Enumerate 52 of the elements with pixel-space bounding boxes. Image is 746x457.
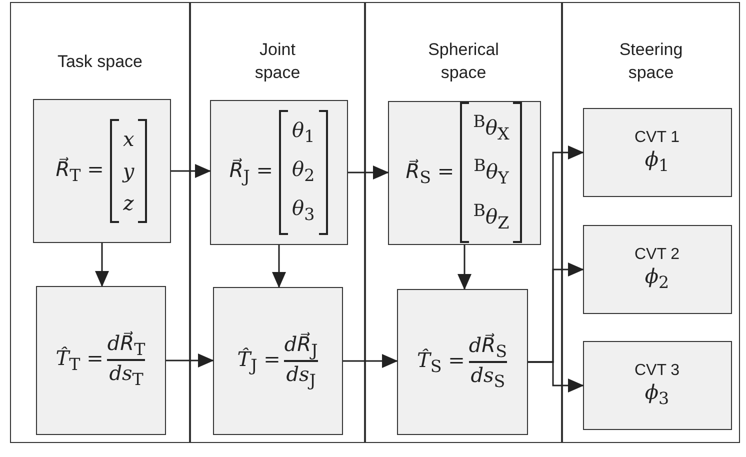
math-symbol: ϕ$_{3}$ <box>644 380 670 408</box>
column-panel <box>10 2 190 443</box>
box-title: CVT 2 <box>634 246 680 264</box>
matrix-entry: y <box>122 158 134 184</box>
math-expression: R⃗$_{T}$ = <box>56 156 104 184</box>
column-heading: Task space <box>56 50 144 72</box>
steering-box <box>582 340 732 430</box>
column-heading: Joint space <box>254 39 302 84</box>
matrix-entry: θ$_{1}$ <box>292 116 315 148</box>
arrow <box>343 354 398 368</box>
box-title: CVT 1 <box>634 129 680 147</box>
matrix-entry: $^{B}$θ$_{Y}$ <box>473 155 510 190</box>
arrow <box>528 361 584 392</box>
arrow <box>458 245 472 290</box>
matrix-entry: x <box>122 126 134 152</box>
fraction-numerator: dR⃗$_{T}$ <box>107 331 146 359</box>
matrix-entry: z <box>122 190 134 216</box>
formula-box <box>396 288 528 434</box>
arrow <box>166 354 214 368</box>
formula-box <box>388 100 540 244</box>
column-panel <box>562 2 740 443</box>
formula-box <box>212 286 342 434</box>
formula-box <box>32 98 170 242</box>
math-expression: R⃗$_{S}$ = <box>406 158 454 186</box>
column-panel <box>190 2 365 443</box>
arrow <box>171 164 211 178</box>
math-symbol: ϕ$_{1}$ <box>644 147 670 175</box>
matrix-entry: $^{B}$θ$_{Z}$ <box>473 200 510 234</box>
math-expression: T̂$_{S}$ = <box>416 348 465 376</box>
math-expression: R⃗$_{J}$ = <box>229 158 274 186</box>
math-symbol: ϕ$_{2}$ <box>644 264 670 292</box>
arrow <box>95 243 109 287</box>
steering-box <box>582 224 732 314</box>
fraction-denominator: ds$_{J}$ <box>286 362 316 390</box>
fraction-denominator: ds$_{S}$ <box>470 362 506 390</box>
math-expression: T̂$_{J}$ = <box>237 346 280 374</box>
column-panel <box>365 2 562 443</box>
column-heading: Steering space <box>618 39 684 84</box>
fraction-numerator: dR⃗$_{S}$ <box>468 332 507 360</box>
matrix-entry: θ$_{2}$ <box>292 156 315 186</box>
fraction-numerator: dR⃗$_{J}$ <box>284 332 318 360</box>
math-expression: T̂$_{T}$ = <box>56 346 104 374</box>
column-heading: Spherical space <box>427 39 500 84</box>
arrow <box>348 166 389 180</box>
steering-box <box>582 108 732 196</box>
formula-box <box>36 286 166 434</box>
arrow <box>272 245 286 288</box>
matrix-entry: $^{B}$θ$_{X}$ <box>473 110 510 146</box>
box-title: CVT 3 <box>634 362 680 380</box>
matrix-entry: θ$_{3}$ <box>292 194 315 226</box>
fraction-denominator: ds$_{T}$ <box>109 361 144 389</box>
formula-box <box>210 100 348 244</box>
